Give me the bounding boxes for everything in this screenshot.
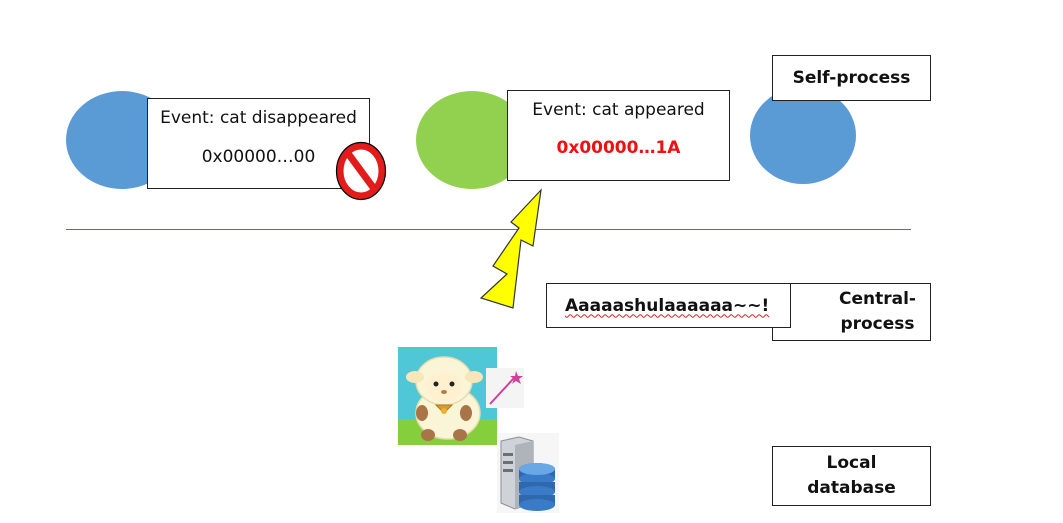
event-appeared-box: Event: cat appeared 0x00000…1A [507, 90, 730, 181]
magic-wand-icon [486, 368, 524, 408]
process-node-right [750, 87, 856, 184]
central-process-label: Central- process [772, 283, 931, 341]
event-appeared-title: Event: cat appeared [532, 100, 705, 120]
central-process-text: Central- process [839, 289, 916, 334]
event-disappeared-title: Event: cat disappeared [160, 108, 357, 128]
self-process-label: Self-process [772, 55, 931, 101]
event-disappeared-code: 0x00000…00 [201, 147, 316, 167]
lightning-bolt-icon [479, 188, 542, 309]
event-appeared-code: 0x00000…1A [556, 138, 681, 158]
process-divider-line [66, 229, 911, 230]
prohibited-icon [335, 141, 387, 201]
database-server-icon [497, 433, 559, 513]
sheep-icon [398, 347, 497, 445]
local-database-label: Local database [772, 446, 931, 506]
event-disappeared-box: Event: cat disappeared 0x00000…00 [147, 98, 370, 189]
speech-text: Aaaaashulaaaaaa~~! [565, 295, 770, 316]
speech-box: Aaaaashulaaaaaa~~! [546, 283, 791, 328]
